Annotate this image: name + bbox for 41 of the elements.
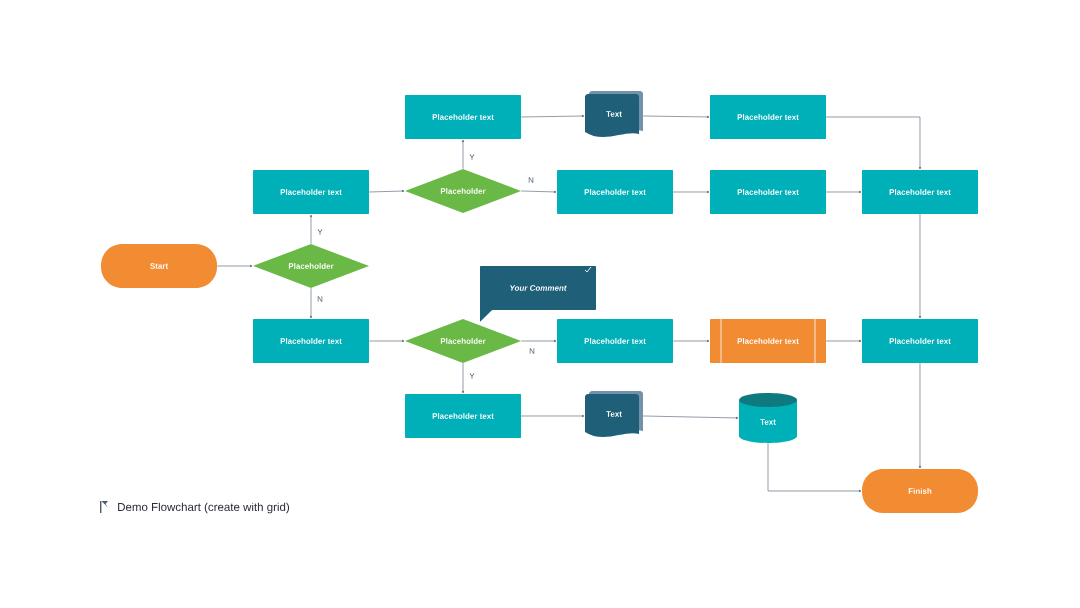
process-box: Placeholder text bbox=[253, 319, 369, 363]
arrow bbox=[918, 362, 922, 469]
arrow bbox=[520, 339, 557, 343]
arrow bbox=[309, 214, 313, 245]
process-box: Placeholder text bbox=[405, 394, 521, 438]
edge-label: N bbox=[528, 347, 536, 355]
process-box: Placeholder text bbox=[557, 170, 673, 214]
arrow bbox=[520, 114, 585, 118]
arrow bbox=[672, 190, 710, 194]
arrow bbox=[368, 189, 405, 193]
predefined-process-box: Placeholder text bbox=[710, 318, 826, 364]
comment-callout: Your Comment bbox=[480, 266, 596, 322]
process-box: Placeholder text bbox=[557, 319, 673, 363]
process-box: Placeholder text bbox=[710, 170, 826, 214]
edge-label: Y bbox=[468, 153, 476, 161]
process-box: Placeholder text bbox=[710, 95, 826, 139]
arrow bbox=[368, 339, 405, 343]
process-box: Placeholder text bbox=[253, 170, 369, 214]
arrow bbox=[461, 139, 465, 170]
edge-label: N bbox=[527, 176, 535, 184]
arrow bbox=[767, 442, 862, 493]
edge-label: N bbox=[316, 295, 324, 303]
process-box: Placeholder text bbox=[405, 95, 521, 139]
edge-label: Y bbox=[316, 228, 324, 236]
arrow bbox=[672, 339, 710, 343]
edge-label: Y bbox=[468, 372, 476, 380]
arrow bbox=[309, 287, 313, 319]
arrow bbox=[216, 264, 253, 268]
process-box: Placeholder text bbox=[862, 170, 978, 214]
arrow bbox=[825, 190, 862, 194]
arrow bbox=[520, 190, 557, 194]
arrow bbox=[918, 213, 922, 319]
arrow bbox=[520, 414, 585, 418]
database-cylinder: Text bbox=[739, 393, 797, 443]
arrow bbox=[642, 415, 739, 420]
title: Demo Flowchart (create with grid) bbox=[118, 502, 289, 514]
process-box: Placeholder text bbox=[862, 319, 978, 363]
arrow bbox=[642, 115, 710, 119]
arrow bbox=[461, 362, 465, 394]
arrow bbox=[825, 116, 922, 170]
arrow bbox=[825, 339, 862, 343]
